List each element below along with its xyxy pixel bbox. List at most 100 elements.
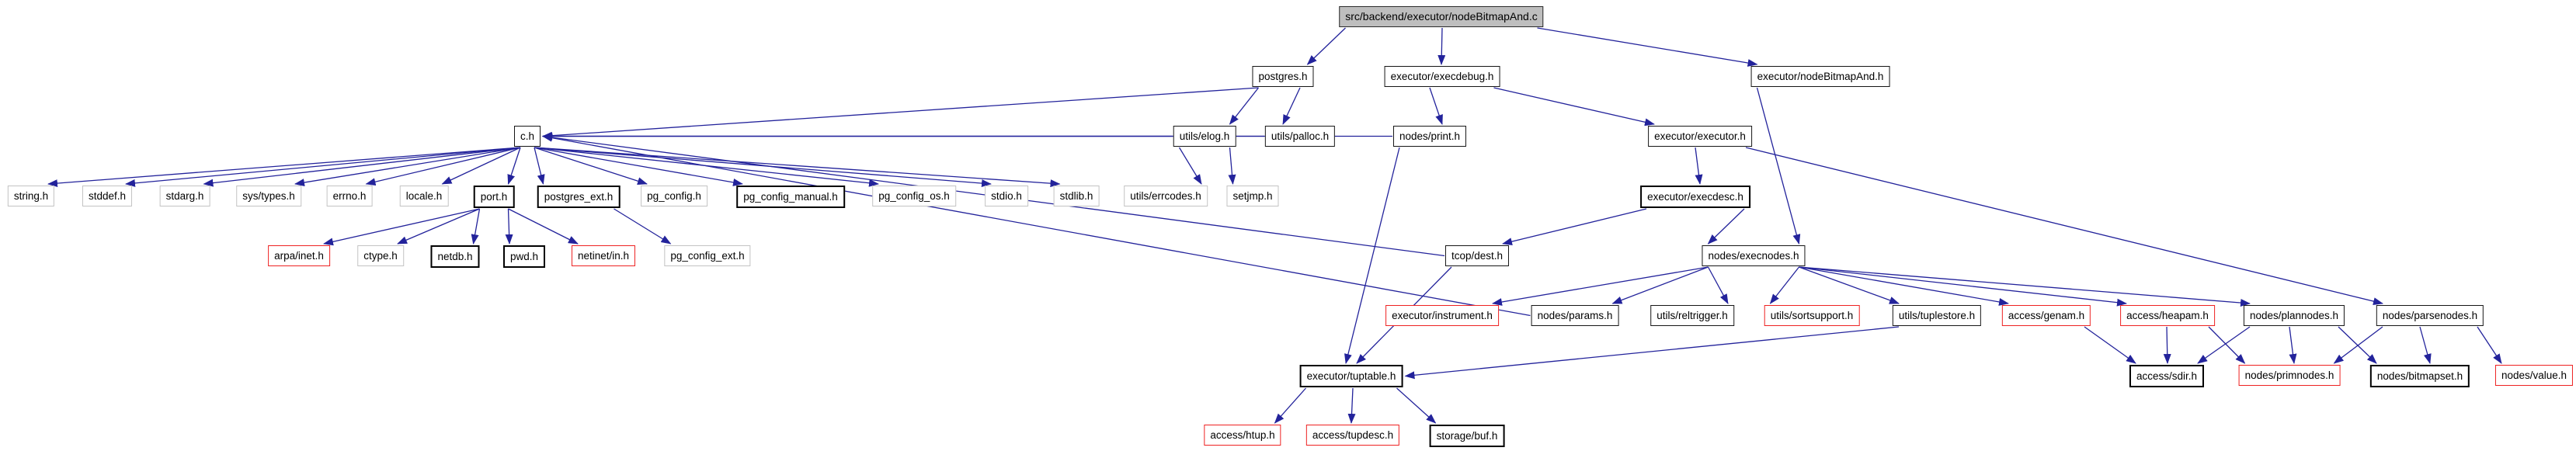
graph-node-pgconfigos: pg_config_os.h bbox=[872, 186, 956, 206]
include-edge-plannodes-primnodes bbox=[2289, 326, 2297, 364]
graph-node-errno: errno.h bbox=[326, 186, 373, 206]
graph-node-stdio: stdio.h bbox=[985, 186, 1028, 206]
graph-node-ctype: ctype.h bbox=[357, 245, 404, 266]
graph-node-value[interactable]: nodes/value.h bbox=[2494, 365, 2574, 386]
graph-node-execdesc[interactable]: executor/execdesc.h bbox=[1640, 186, 1750, 208]
graph-node-tuptable[interactable]: executor/tuptable.h bbox=[1299, 365, 1403, 387]
include-edge-execdebug-executor bbox=[1493, 87, 1655, 127]
graph-node-arpainet[interactable]: arpa/inet.h bbox=[268, 245, 330, 266]
include-edge-port-arpainet bbox=[323, 208, 480, 246]
include-edge-execnodes-instrument bbox=[1492, 266, 1709, 306]
include-edge-elog-setjmp bbox=[1228, 147, 1236, 185]
include-edge-ch-stdio bbox=[534, 147, 992, 188]
graph-node-pwd[interactable]: pwd.h bbox=[502, 245, 546, 268]
graph-node-stdarg: stdarg.h bbox=[159, 186, 210, 206]
include-edge-parsenodes-bitmapset bbox=[2419, 326, 2432, 364]
graph-node-port[interactable]: port.h bbox=[473, 186, 515, 208]
graph-node-print[interactable]: nodes/print.h bbox=[1392, 126, 1467, 147]
include-edge-execnodes-sortsupport bbox=[1769, 266, 1800, 304]
include-edge-ch-string bbox=[47, 147, 521, 188]
graph-node-reltrigger[interactable]: utils/reltrigger.h bbox=[1650, 305, 1734, 326]
graph-node-pgconfigmanual[interactable]: pg_config_manual.h bbox=[736, 186, 845, 208]
include-edge-ch-pgconfig bbox=[534, 147, 648, 186]
graph-node-nodebitmapandh[interactable]: executor/nodeBitmapAnd.h bbox=[1750, 66, 1890, 87]
include-edge-params-ch bbox=[542, 134, 1531, 317]
include-edge-execnodes-reltrigger bbox=[1707, 266, 1729, 304]
graph-node-bitmapset[interactable]: nodes/bitmapset.h bbox=[2369, 365, 2470, 387]
include-edge-execnodes-params bbox=[1611, 266, 1709, 304]
include-edge-postgres-palloc bbox=[1282, 87, 1301, 125]
include-edge-port-netinetin bbox=[508, 208, 579, 245]
graph-node-sortsupport[interactable]: utils/sortsupport.h bbox=[1764, 305, 1860, 326]
graph-node-postgresext[interactable]: postgres_ext.h bbox=[537, 186, 621, 208]
include-edge-ch-pgconfigos bbox=[534, 147, 879, 187]
include-edge-main-postgres bbox=[1306, 27, 1346, 65]
graph-node-elog[interactable]: utils/elog.h bbox=[1173, 126, 1236, 147]
graph-node-buf[interactable]: storage/buf.h bbox=[1429, 425, 1505, 447]
graph-node-execdebug[interactable]: executor/execdebug.h bbox=[1384, 66, 1500, 87]
include-edge-elog-errcodes bbox=[1178, 147, 1202, 185]
include-edge-tuptable-buf bbox=[1396, 387, 1437, 424]
include-edge-executor-execdesc bbox=[1695, 147, 1703, 185]
graph-node-netinetin[interactable]: netinet/in.h bbox=[571, 245, 636, 266]
graph-node-plannodes[interactable]: nodes/plannodes.h bbox=[2243, 305, 2345, 326]
include-edge-ch-stdarg bbox=[203, 147, 521, 187]
graph-node-string: string.h bbox=[7, 186, 55, 206]
include-edge-ch-locale bbox=[441, 147, 521, 185]
include-edge-postgres-elog bbox=[1229, 87, 1260, 125]
graph-node-systypes: sys/types.h bbox=[236, 186, 301, 206]
graph-node-params[interactable]: nodes/params.h bbox=[1531, 305, 1619, 326]
include-edge-execdebug-print bbox=[1429, 87, 1443, 125]
graph-node-ch[interactable]: c.h bbox=[513, 126, 541, 147]
graph-node-locale: locale.h bbox=[399, 186, 449, 206]
include-edge-tuplestore-tuptable bbox=[1404, 326, 1900, 380]
include-edge-execnodes-genam bbox=[1799, 266, 2009, 306]
graph-node-pgconfigext: pg_config_ext.h bbox=[664, 245, 751, 266]
graph-node-parsenodes[interactable]: nodes/parsenodes.h bbox=[2376, 305, 2484, 326]
include-edge-plannodes-bitmapset bbox=[2338, 326, 2377, 364]
include-edge-heapam-primnodes bbox=[2208, 326, 2246, 364]
graph-node-netdb[interactable]: netdb.h bbox=[430, 245, 480, 268]
include-edge-execnodes-plannodes bbox=[1799, 266, 2251, 307]
graph-node-executor[interactable]: executor/executor.h bbox=[1648, 126, 1752, 147]
include-edge-main-nodebitmapandh bbox=[1537, 27, 1758, 67]
include-edge-ch-pgconfigmanual bbox=[534, 147, 743, 186]
include-edge-plannodes-sdir bbox=[2197, 326, 2251, 364]
include-edge-tuptable-tupdesc bbox=[1347, 387, 1356, 424]
include-edge-execdesc-execnodes bbox=[1707, 208, 1745, 245]
graph-node-primnodes[interactable]: nodes/primnodes.h bbox=[2238, 365, 2341, 386]
graph-node-postgres[interactable]: postgres.h bbox=[1252, 66, 1314, 87]
graph-node-stddef: stddef.h bbox=[82, 186, 133, 206]
graph-node-tupdesc[interactable]: access/tupdesc.h bbox=[1305, 425, 1400, 446]
graph-node-setjmp: setjmp.h bbox=[1226, 186, 1279, 206]
graph-node-genam[interactable]: access/genam.h bbox=[2001, 305, 2091, 326]
graph-node-heapam[interactable]: access/heapam.h bbox=[2120, 305, 2215, 326]
include-edge-parsenodes-primnodes bbox=[2333, 326, 2383, 364]
include-edge-executor-parsenodes bbox=[1745, 147, 2383, 305]
include-edge-port-netdb bbox=[471, 208, 481, 245]
include-edge-genam-sdir bbox=[2084, 326, 2136, 364]
include-edge-ch-port bbox=[507, 147, 521, 185]
graph-node-dest[interactable]: tcop/dest.h bbox=[1444, 245, 1510, 266]
include-edge-ch-systypes bbox=[294, 147, 521, 187]
include-edge-port-pwd bbox=[505, 208, 513, 245]
graph-node-pgconfig: pg_config.h bbox=[641, 186, 707, 206]
graph-node-errcodes: utils/errcodes.h bbox=[1124, 186, 1208, 206]
include-edge-parsenodes-value bbox=[2477, 326, 2502, 364]
graph-node-stdlib: stdlib.h bbox=[1053, 186, 1100, 206]
include-edge-execnodes-tuplestore bbox=[1799, 266, 1900, 304]
graph-node-sdir[interactable]: access/sdir.h bbox=[2129, 365, 2205, 387]
graph-node-execnodes[interactable]: nodes/execnodes.h bbox=[1702, 245, 1806, 266]
include-edge-main-execdebug bbox=[1437, 27, 1446, 65]
graph-node-palloc[interactable]: utils/palloc.h bbox=[1264, 126, 1336, 147]
include-edge-ch-postgresext bbox=[534, 147, 545, 185]
include-edge-ch-errno bbox=[365, 147, 521, 186]
graph-node-tuplestore[interactable]: utils/tuplestore.h bbox=[1892, 305, 1982, 326]
graph-node-main: src/backend/executor/nodeBitmapAnd.c bbox=[1339, 6, 1544, 27]
include-edge-nodebitmapandh-execnodes bbox=[1756, 87, 1801, 245]
graph-node-htup[interactable]: access/htup.h bbox=[1204, 425, 1281, 446]
include-edge-print-tuptable bbox=[1344, 147, 1400, 364]
include-edge-heapam-sdir bbox=[2163, 326, 2171, 364]
graph-node-instrument[interactable]: executor/instrument.h bbox=[1385, 305, 1499, 326]
